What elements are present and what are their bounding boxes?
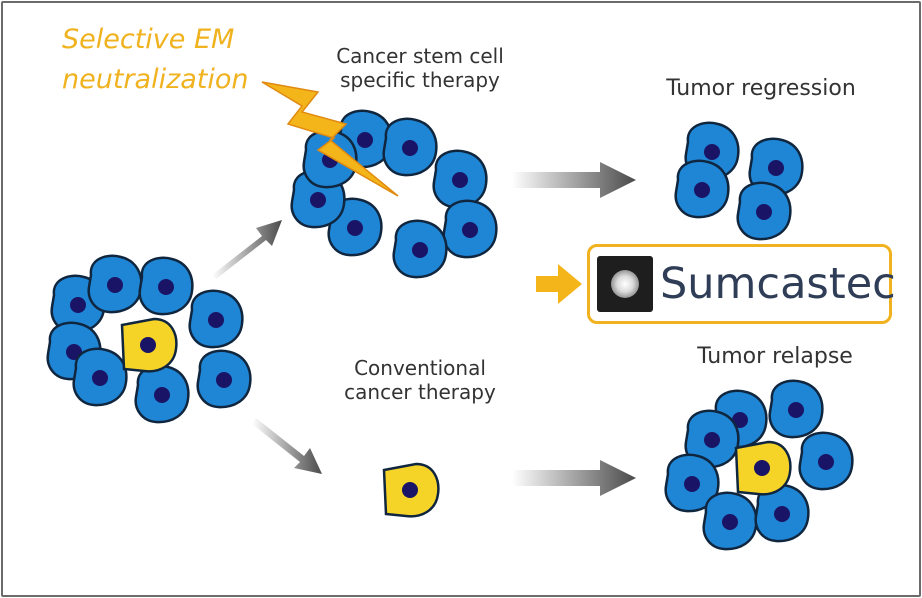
blue-cell bbox=[188, 289, 244, 349]
surviving-stem-cell bbox=[382, 462, 440, 518]
blue-cell bbox=[196, 349, 252, 409]
stem-therapy-line2: specific therapy bbox=[340, 68, 500, 92]
arrow-icon bbox=[512, 460, 636, 496]
blue-cell bbox=[432, 149, 488, 209]
tumor-regression-cluster bbox=[674, 121, 804, 241]
blue-cell bbox=[138, 256, 194, 316]
cancer-stem-cell bbox=[382, 462, 440, 518]
lightning-bolt-icon bbox=[261, 81, 399, 197]
conventional-therapy-label: Conventional cancer therapy bbox=[310, 356, 530, 404]
cancer-stem-cell bbox=[734, 440, 792, 496]
blue-cell bbox=[392, 219, 448, 279]
blue-cell bbox=[674, 159, 730, 219]
blue-cell bbox=[72, 347, 128, 407]
cancer-stem-cell bbox=[120, 317, 178, 373]
sphere-logo-icon bbox=[597, 256, 653, 312]
arrow-icon bbox=[536, 264, 582, 304]
blue-cell bbox=[442, 199, 498, 259]
em-neutralization-title: Selective EM neutralization bbox=[62, 20, 302, 100]
stem-therapy-label: Cancer stem cell specific therapy bbox=[300, 44, 540, 92]
stem-therapy-line1: Cancer stem cell bbox=[336, 44, 504, 68]
sumcastec-brand-box: Sumcastec bbox=[587, 244, 896, 324]
blue-cell bbox=[736, 181, 792, 241]
brand-name: Sumcastec bbox=[660, 259, 896, 309]
tumor-relapse-cluster bbox=[664, 379, 854, 551]
blue-cell bbox=[87, 254, 143, 314]
tumor-regression-label: Tumor regression bbox=[666, 76, 856, 101]
blue-cell bbox=[134, 364, 190, 424]
blue-cell bbox=[382, 117, 438, 177]
em-title-line2: neutralization bbox=[62, 64, 249, 95]
arrow-icon bbox=[252, 418, 322, 474]
arrow-icon bbox=[212, 220, 282, 279]
conventional-line1: Conventional bbox=[354, 356, 486, 380]
initial-tumor-cluster bbox=[46, 254, 252, 424]
conventional-line2: cancer therapy bbox=[344, 380, 496, 404]
em-title-line1: Selective EM bbox=[62, 24, 235, 55]
blue-cell bbox=[702, 491, 758, 551]
blue-cell bbox=[768, 379, 824, 439]
arrow-icon bbox=[512, 162, 636, 198]
blue-cell bbox=[798, 431, 854, 491]
tumor-relapse-label: Tumor relapse bbox=[697, 344, 853, 369]
